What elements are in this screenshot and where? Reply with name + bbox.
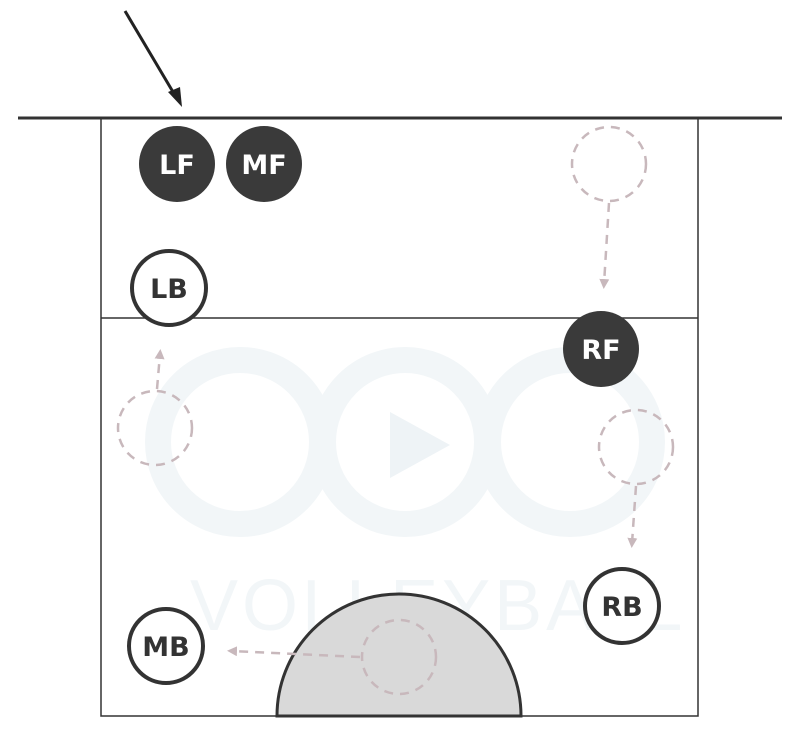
play-icon xyxy=(390,412,450,478)
move-arrow-lb xyxy=(154,349,165,390)
player-lb: LB xyxy=(130,249,208,327)
player-mf: MF xyxy=(226,126,302,202)
player-rb: RB xyxy=(583,567,661,645)
player-mb: MB xyxy=(127,607,205,685)
move-arrow-mb xyxy=(227,646,361,659)
player-lf: LF xyxy=(139,126,215,202)
player-rf: RF xyxy=(563,311,639,387)
player-lb-label: LB xyxy=(150,274,188,305)
player-lf-label: LF xyxy=(159,150,195,181)
player-rf-label: RF xyxy=(581,335,620,366)
move-arrow-rf xyxy=(599,202,611,289)
ghost-position-rf-start xyxy=(570,125,648,203)
arrow-icon xyxy=(123,10,182,107)
ghost-position-mb-start xyxy=(360,618,438,696)
ghost-position-lb-start xyxy=(116,389,194,467)
player-mf-label: MF xyxy=(241,150,286,181)
ghost-position-rb-start xyxy=(597,408,675,486)
player-mb-label: MB xyxy=(142,632,189,663)
watermark-ring-right xyxy=(475,347,665,537)
player-rb-label: RB xyxy=(601,592,642,623)
back-zone-semicircle xyxy=(275,592,523,718)
watermark-ring-left xyxy=(145,347,335,537)
